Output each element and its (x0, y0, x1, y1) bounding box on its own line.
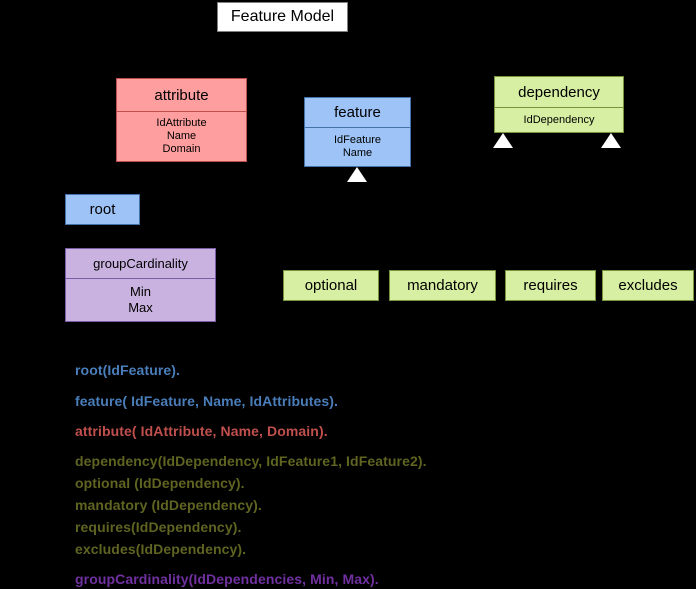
entity-attribute[interactable]: attribute IdAttribute Name Domain (116, 78, 247, 162)
entity-root[interactable]: root (65, 194, 140, 225)
predicate-requires: requires(IdDependency). (75, 519, 242, 535)
entity-dependency-attributes: IdDependency (495, 108, 623, 132)
attribute-field: IdDependency (523, 113, 595, 126)
entity-dependency-header: dependency (495, 77, 623, 108)
attribute-field: Min (130, 284, 151, 299)
attribute-field: Domain (162, 143, 201, 155)
entity-excludes[interactable]: excludes (602, 270, 694, 301)
feature-generalisation-triangle-icon (347, 167, 367, 182)
entity-feature[interactable]: feature IdFeature Name (304, 97, 411, 167)
entity-feature-attributes: IdFeature Name (305, 128, 410, 166)
attribute-field: Max (128, 300, 153, 315)
dependency-generalisation-left-triangle-icon (493, 133, 513, 148)
entity-feature-header: feature (305, 98, 410, 128)
entity-mandatory[interactable]: mandatory (389, 270, 496, 301)
dependency-generalisation-right-triangle-icon (601, 133, 621, 148)
predicate-excludes: excludes(IdDependency). (75, 541, 247, 557)
diagram-title: Feature Model (217, 2, 348, 32)
predicate-root: root(IdFeature). (75, 362, 181, 378)
entity-group-cardinality[interactable]: groupCardinality Min Max (65, 248, 216, 322)
entity-group-cardinality-attributes: Min Max (66, 279, 215, 321)
predicate-mandatory: mandatory (IdDependency). (75, 497, 262, 513)
entity-optional[interactable]: optional (283, 270, 379, 301)
predicate-feature: feature( IdFeature, Name, IdAttributes). (75, 393, 339, 409)
entity-requires[interactable]: requires (505, 270, 596, 301)
entity-group-cardinality-header: groupCardinality (66, 249, 215, 279)
predicate-optional: optional (IdDependency). (75, 475, 245, 491)
predicate-dependency: dependency(IdDependency, IdFeature1, IdF… (75, 453, 427, 469)
attribute-field: Name (342, 147, 373, 159)
predicate-attribute: attribute( IdAttribute, Name, Domain). (75, 423, 328, 439)
attribute-field: IdFeature (333, 134, 382, 146)
entity-dependency[interactable]: dependency IdDependency (494, 76, 624, 133)
entity-attribute-header: attribute (117, 79, 246, 112)
entity-attribute-attributes: IdAttribute Name Domain (117, 112, 246, 161)
predicate-group-cardinality: groupCardinality(IdDependencies, Min, Ma… (75, 571, 379, 587)
attribute-field: Name (166, 130, 197, 142)
attribute-field: IdAttribute (156, 117, 207, 129)
